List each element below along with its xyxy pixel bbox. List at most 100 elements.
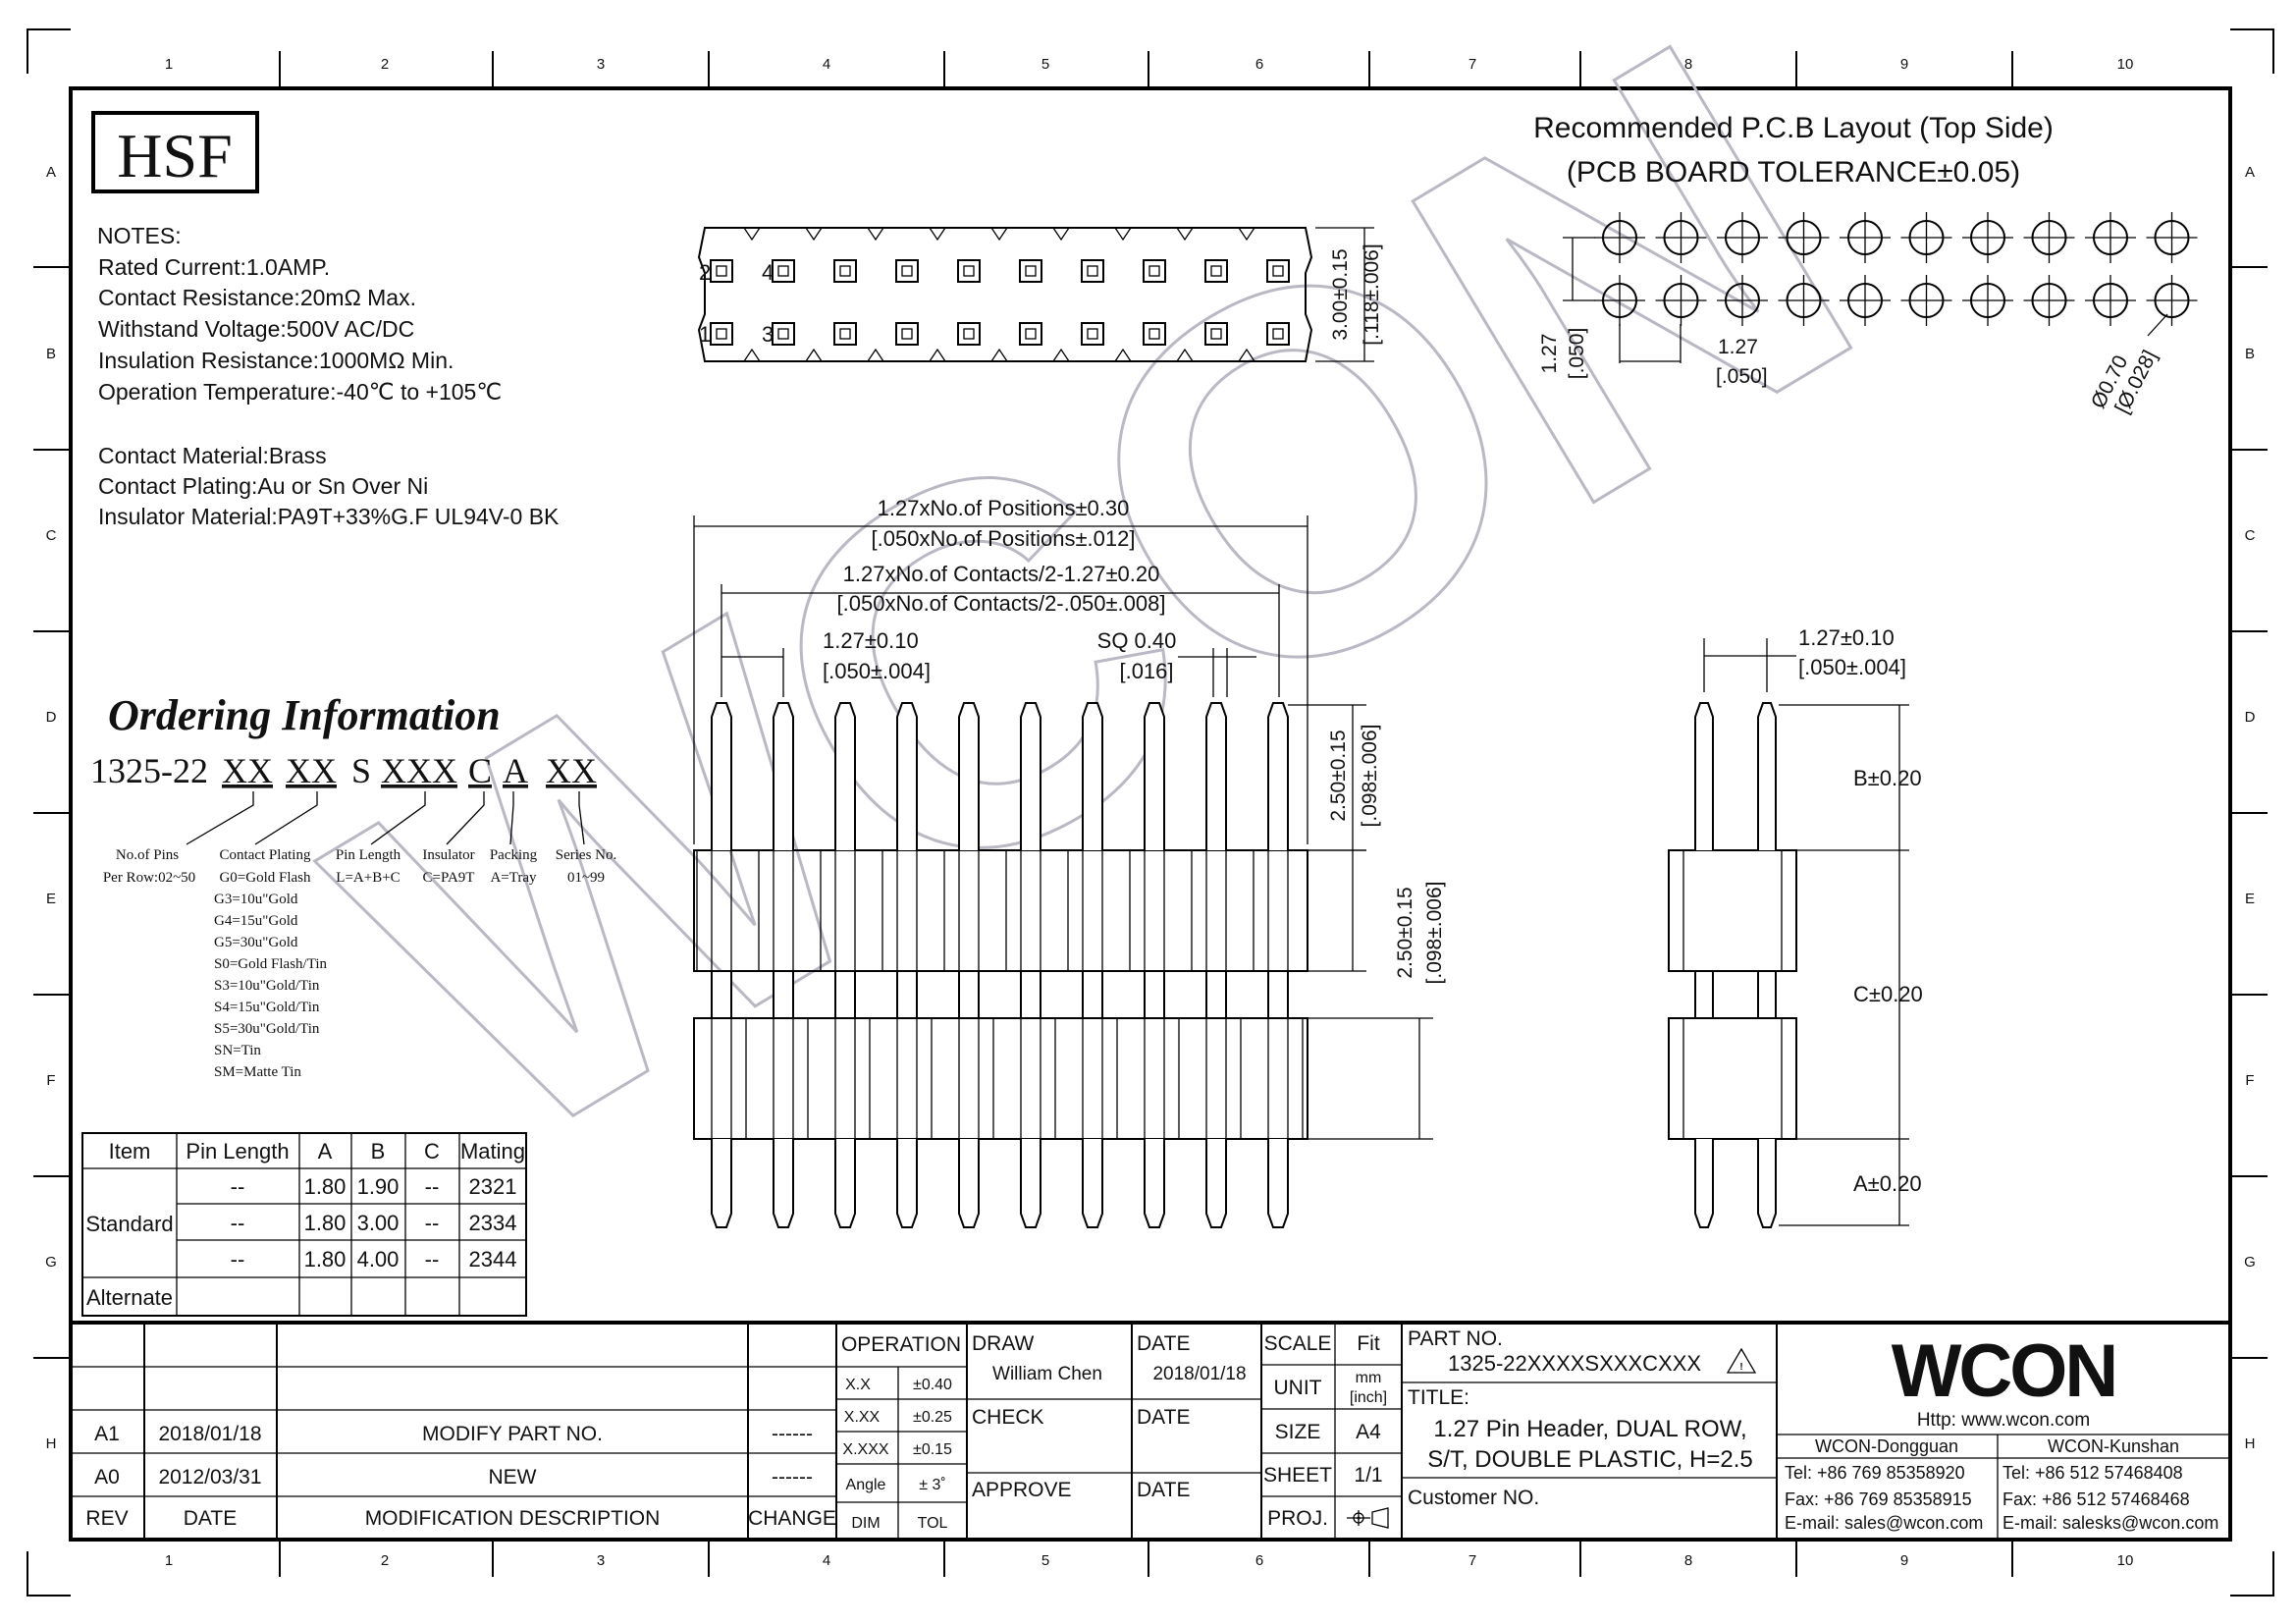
contact-square xyxy=(772,259,795,283)
row-label: G xyxy=(2244,1254,2256,1271)
pcb-tolerance: (PCB BOARD TOLERANCE±0.05) xyxy=(1567,156,2020,189)
date-label: DATE xyxy=(1137,1332,1190,1355)
row-label: A xyxy=(2245,164,2255,181)
col-label: 6 xyxy=(1255,1552,1263,1569)
hsf-logo-text: HSF xyxy=(117,121,232,190)
title-block: A1 2018/01/18 MODIFY PART NO. ------ A0 … xyxy=(69,1321,2232,1542)
sheet-value: 1/1 xyxy=(1354,1464,1382,1487)
top-pin-label: 3 xyxy=(762,322,774,347)
row-labels-left: A B C D E F G H xyxy=(45,164,57,1452)
spec-header: Pin Length xyxy=(186,1139,289,1164)
spec-cell: 3.00 xyxy=(357,1211,400,1235)
spec-cell: -- xyxy=(231,1211,245,1235)
office-email: E-mail: salesks@wcon.com xyxy=(2002,1513,2218,1533)
pcb-hole xyxy=(1655,212,1707,263)
plating-option: G5=30u"Gold xyxy=(214,935,298,950)
pin xyxy=(1129,702,1180,1228)
contact-square xyxy=(957,322,981,346)
spec-alternate-label: Alternate xyxy=(86,1285,173,1310)
ordering-value: Per Row:02~50 xyxy=(103,870,195,886)
front-view: 1.27xNo.of Positions±0.30 [.050xNo.of Po… xyxy=(693,496,1446,1228)
spec-header: A xyxy=(318,1139,333,1164)
dim-overall-mm: 1.27xNo.of Positions±0.30 xyxy=(878,496,1130,520)
dim-pitch-mm: 1.27±0.10 xyxy=(823,628,919,653)
spec-cell: -- xyxy=(231,1247,245,1272)
tol-label: X.X xyxy=(845,1377,871,1393)
spec-table: Item Pin Length A B C Mating Standard --… xyxy=(81,1132,527,1317)
col-label: 3 xyxy=(597,1552,605,1569)
dim-h2-in: [.098±.006] xyxy=(1423,882,1446,985)
spec-cell: 2344 xyxy=(469,1247,517,1272)
col-label: 10 xyxy=(2117,56,2134,73)
pcb-hole xyxy=(1717,275,1768,326)
draw-name: William Chen xyxy=(992,1364,1102,1384)
code-plating: XX xyxy=(286,751,337,790)
col-label: 9 xyxy=(1900,56,1908,73)
spec-cell: -- xyxy=(425,1211,440,1235)
ordering-title: Ordering Information xyxy=(108,691,501,739)
rev-change: ------ xyxy=(772,1423,813,1445)
col-label: 4 xyxy=(823,56,830,73)
ordering-label: Packing xyxy=(490,847,538,863)
ordering-information: Ordering Information 1325-22 XX XX S XXX… xyxy=(90,691,616,1080)
pcb-hole xyxy=(1778,212,1830,263)
dim-h1-in: [.098±.006] xyxy=(1359,725,1381,828)
spec-header: C xyxy=(424,1139,440,1164)
dim-top-height-in: [.118±.006] xyxy=(1361,244,1383,345)
contact-square xyxy=(1266,259,1290,283)
ordering-label: Contact Plating xyxy=(220,847,311,863)
code-length: XXX xyxy=(381,751,457,790)
row-label: E xyxy=(2245,891,2255,907)
contact-square xyxy=(1143,259,1166,283)
row-label: C xyxy=(2245,527,2256,544)
column-labels-top: 1 2 3 4 5 6 7 8 9 10 xyxy=(165,56,2134,73)
warning-triangle-icon: ! xyxy=(1726,1347,1757,1374)
row-label: F xyxy=(46,1072,55,1089)
pcb-hole xyxy=(1962,212,2013,263)
side-dim-c: C±0.20 xyxy=(1853,982,1923,1006)
pcb-hole xyxy=(1840,212,1891,263)
ordering-value: A=Tray xyxy=(490,870,537,886)
contact-square xyxy=(833,322,857,346)
top-pin-label: 1 xyxy=(699,322,711,347)
top-pin-label: 2 xyxy=(699,260,711,285)
operation-label: OPERATION xyxy=(841,1333,961,1356)
ordering-value: G0=Gold Flash xyxy=(219,870,311,886)
spec-header: Mating xyxy=(460,1139,525,1164)
spec-header: B xyxy=(371,1139,386,1164)
contact-square xyxy=(710,322,733,346)
customer-label: Customer NO. xyxy=(1408,1487,1539,1509)
contact-square xyxy=(895,259,919,283)
pcb-hole xyxy=(1594,275,1645,326)
side-pitch-in: [.050±.004] xyxy=(1798,655,1906,679)
pcb-hole xyxy=(2085,212,2136,263)
row-label: D xyxy=(46,709,57,726)
title-line2: S/T, DOUBLE PLASTIC, H=2.5 xyxy=(1427,1446,1752,1473)
draw-label: DRAW xyxy=(972,1332,1035,1355)
pin xyxy=(1191,702,1242,1228)
contact-square xyxy=(1081,259,1104,283)
side-pin xyxy=(1694,702,1714,1228)
spec-cell: 1.90 xyxy=(357,1174,400,1199)
note-line: Insulator Material:PA9T+33%G.F UL94V-0 B… xyxy=(98,504,560,529)
pcb-hole xyxy=(2085,275,2136,326)
row-label: F xyxy=(2245,1072,2254,1089)
part-no-label: PART NO. xyxy=(1408,1327,1503,1350)
dim-overall-in: [.050xNo.of Positions±.012] xyxy=(872,526,1136,551)
plating-option: SN=Tin xyxy=(214,1043,261,1058)
date-label: DATE xyxy=(1137,1406,1190,1429)
rev-header: MODIFICATION DESCRIPTION xyxy=(365,1507,661,1530)
rev-header: DATE xyxy=(184,1507,237,1530)
top-view: 2 4 1 3 3.00±0.15 [.118±.006] xyxy=(697,227,1383,362)
tol-value: ±0.25 xyxy=(913,1409,952,1426)
pcb-hole xyxy=(1655,275,1707,326)
ordering-label: No.of Pins xyxy=(116,847,179,863)
contact-square xyxy=(1204,322,1228,346)
col-label: 7 xyxy=(1468,1552,1476,1569)
plating-option: SM=Matte Tin xyxy=(214,1064,301,1080)
top-pin-label: 4 xyxy=(762,260,774,285)
plating-option: S3=10u"Gold/Tin xyxy=(214,978,320,994)
pcb-hole xyxy=(1717,212,1768,263)
spec-cell: 4.00 xyxy=(357,1247,400,1272)
ordering-label: Insulator xyxy=(422,847,474,863)
